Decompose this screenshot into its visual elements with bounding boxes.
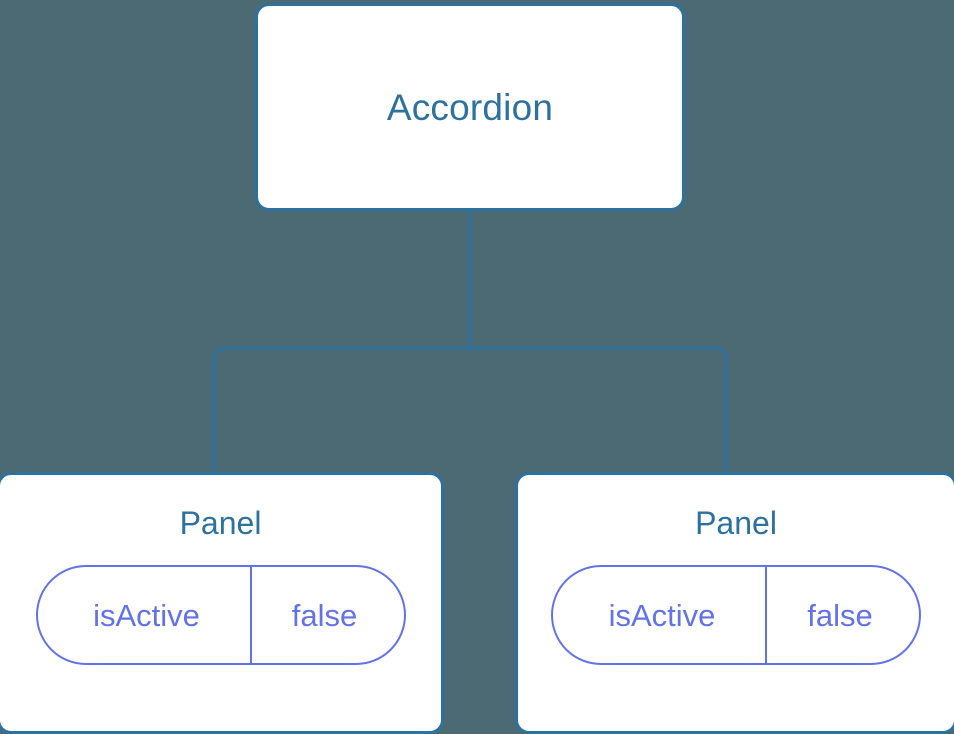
node-accordion[interactable]: Accordion — [255, 3, 685, 211]
state-value-right: false — [807, 597, 873, 633]
node-accordion-label: Accordion — [386, 86, 554, 128]
node-panel-right[interactable]: Panel isActive false — [515, 472, 954, 734]
node-panel-left[interactable]: Panel isActive false — [0, 472, 444, 734]
state-key-right: isActive — [553, 567, 767, 663]
node-panel-left-label: Panel — [179, 505, 262, 541]
state-pill-left[interactable]: isActive false — [35, 565, 406, 665]
state-value-left: false — [291, 597, 358, 633]
edge-to-panel-right — [470, 346, 728, 476]
node-panel-right-label: Panel — [695, 505, 777, 541]
edge-to-panel-left — [212, 346, 470, 476]
state-pill-right[interactable]: isActive false — [551, 565, 921, 665]
state-key-left: isActive — [38, 567, 252, 663]
